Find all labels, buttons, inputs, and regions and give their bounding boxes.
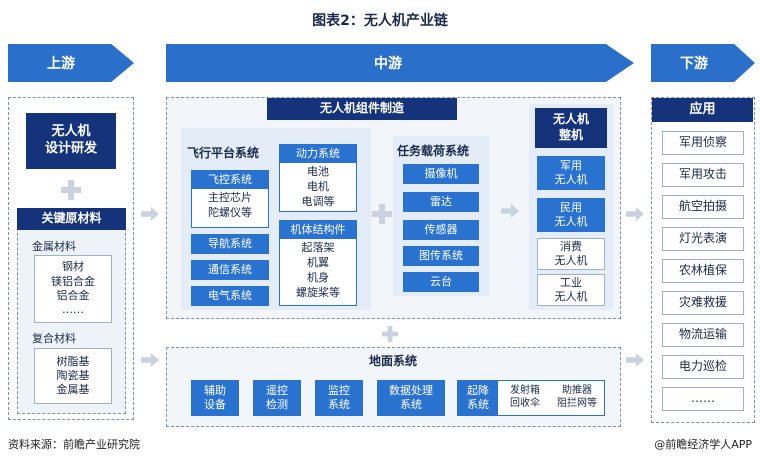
arrow-right-icon: [141, 353, 159, 367]
arrow-right-icon: [141, 207, 159, 221]
flight-control-items: 主控芯片 陀螺仪等: [208, 191, 252, 219]
payload-panel: 任务载荷系统 摄像机 雷达 传感器 图传系统 云台: [393, 136, 489, 296]
payload-item: 摄像机: [403, 164, 479, 184]
structure-group: 机体结构件 起落架 机翼 机身 螺旋桨等: [279, 220, 357, 306]
arrow-right-icon: [626, 207, 644, 221]
application-item: 灾难救援: [662, 291, 744, 315]
military-uav: 军用 无人机: [537, 156, 605, 190]
applications-header: 应用: [652, 98, 753, 122]
launch-sub-1: 发射箱 回收伞: [510, 385, 540, 409]
ground-item-remote: 遥控 检测: [253, 380, 301, 416]
application-item: 农林植保: [662, 259, 744, 283]
downstream-panel: 应用 军用侦察 军用攻击 航空拍摄 灯光表演 农林植保 灾难救援 物流运输 电力…: [651, 97, 755, 423]
consumer-uav: 消费 无人机: [537, 238, 605, 270]
flight-platform-title: 飞行平台系统: [187, 146, 260, 160]
flight-platform-panel: 飞行平台系统 飞控系统 主控芯片 陀螺仪等 导航系统 通信系统 电气系统 动力系…: [181, 128, 371, 310]
complete-uav-header: 无人机 整机: [535, 108, 607, 148]
launch-sub-2: 助推器 阻拦网等: [557, 385, 597, 409]
structure-title: 机体结构件: [280, 221, 356, 239]
plus-icon: [372, 204, 392, 224]
application-item: ……: [662, 387, 744, 411]
ground-item-monitor: 监控 系统: [315, 380, 363, 416]
chart-title: 图表2：无人机产业链: [312, 13, 448, 29]
upstream-panel: 无人机 设计研发 关键原材料 金属材料 钢材 镁铝合金 铝合金 …… 复合材料 …: [8, 97, 134, 420]
application-item: 航空拍摄: [662, 195, 744, 219]
arrow-right-icon: [501, 204, 519, 218]
ground-title: 地面系统: [368, 354, 417, 368]
industrial-uav: 工业 无人机: [537, 274, 605, 306]
composite-title: 复合材料: [32, 332, 76, 345]
application-item: 灯光表演: [662, 227, 744, 251]
application-item: 物流运输: [662, 323, 744, 347]
credit-note: @前瞻经济学人APP: [654, 438, 752, 451]
application-item: 军用侦察: [662, 131, 744, 155]
civil-uav: 民用 无人机: [537, 198, 605, 232]
flight-control-group: 飞控系统 主控芯片 陀螺仪等: [191, 170, 269, 228]
ground-item-data: 数据处理 系统: [377, 380, 445, 416]
power-title: 动力系统: [280, 145, 356, 163]
application-item: 军用攻击: [662, 163, 744, 187]
components-header: 无人机组件制造: [267, 98, 457, 120]
components-panel: 无人机组件制造 飞行平台系统 飞控系统 主控芯片 陀螺仪等 导航系统 通信系统 …: [166, 97, 621, 319]
application-item: 电力巡检: [662, 355, 744, 379]
launch-recovery-group: 起降 系统 发射箱 回收伞 助推器 阻拦网等: [457, 380, 605, 416]
metal-title: 金属材料: [32, 240, 76, 253]
payload-item: 雷达: [403, 192, 479, 212]
materials-title: 关键原材料: [17, 208, 126, 230]
composite-items: 树脂基 陶瓷基 金属基: [34, 348, 112, 404]
ground-item-aux: 辅助 设备: [191, 380, 239, 416]
metal-items: 钢材 镁铝合金 铝合金 ……: [34, 255, 112, 323]
stage-downstream: 下游: [651, 44, 755, 82]
plus-icon: [382, 326, 398, 342]
nav-system: 导航系统: [191, 234, 269, 254]
arrow-right-icon: [626, 353, 644, 367]
complete-uav-panel: 无人机 整机 军用 无人机 民用 无人机 消费 无人机 工业 无人机: [529, 104, 613, 310]
ground-panel: 地面系统 辅助 设备 遥控 检测 监控 系统 数据处理 系统 起降 系统 发射箱…: [166, 347, 621, 427]
plus-icon: [61, 180, 81, 200]
flight-control-label: 飞控系统: [192, 171, 268, 189]
power-items: 电池 电机 电调等: [301, 165, 335, 208]
comm-system: 通信系统: [191, 260, 269, 280]
structure-items: 起落架 机翼 机身 螺旋桨等: [296, 241, 340, 299]
payload-item: 图传系统: [403, 246, 479, 266]
payload-item: 传感器: [403, 220, 479, 240]
stage-upstream: 上游: [8, 44, 134, 82]
power-group: 动力系统 电池 电机 电调等: [279, 144, 357, 212]
payload-item: 云台: [403, 272, 479, 292]
stage-midstream: 中游: [166, 44, 634, 82]
materials-box: 关键原材料 金属材料 钢材 镁铝合金 铝合金 …… 复合材料 树脂基 陶瓷基 金…: [17, 208, 126, 414]
payload-title: 任务载荷系统: [397, 144, 470, 158]
electric-system: 电气系统: [191, 286, 269, 306]
launch-recovery-label: 起降 系统: [458, 381, 498, 415]
design-box: 无人机 设计研发: [26, 113, 116, 169]
source-note: 资料来源：前瞻产业研究院: [8, 438, 140, 451]
